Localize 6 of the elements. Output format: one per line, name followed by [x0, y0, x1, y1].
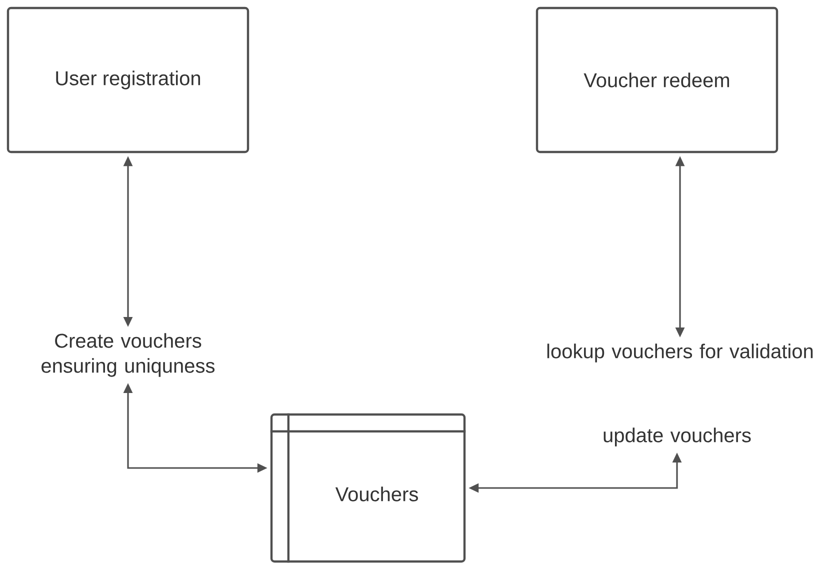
step-text: Create vouchers ensuring uniquness [42, 333, 214, 377]
step-text: update vouchers [604, 428, 751, 446]
process-box: User registration [6, 6, 250, 154]
step-text: lookup vouchers for validation [547, 344, 813, 362]
table-box: Vouchers [270, 413, 466, 563]
process-box: Voucher redeem [536, 6, 778, 154]
